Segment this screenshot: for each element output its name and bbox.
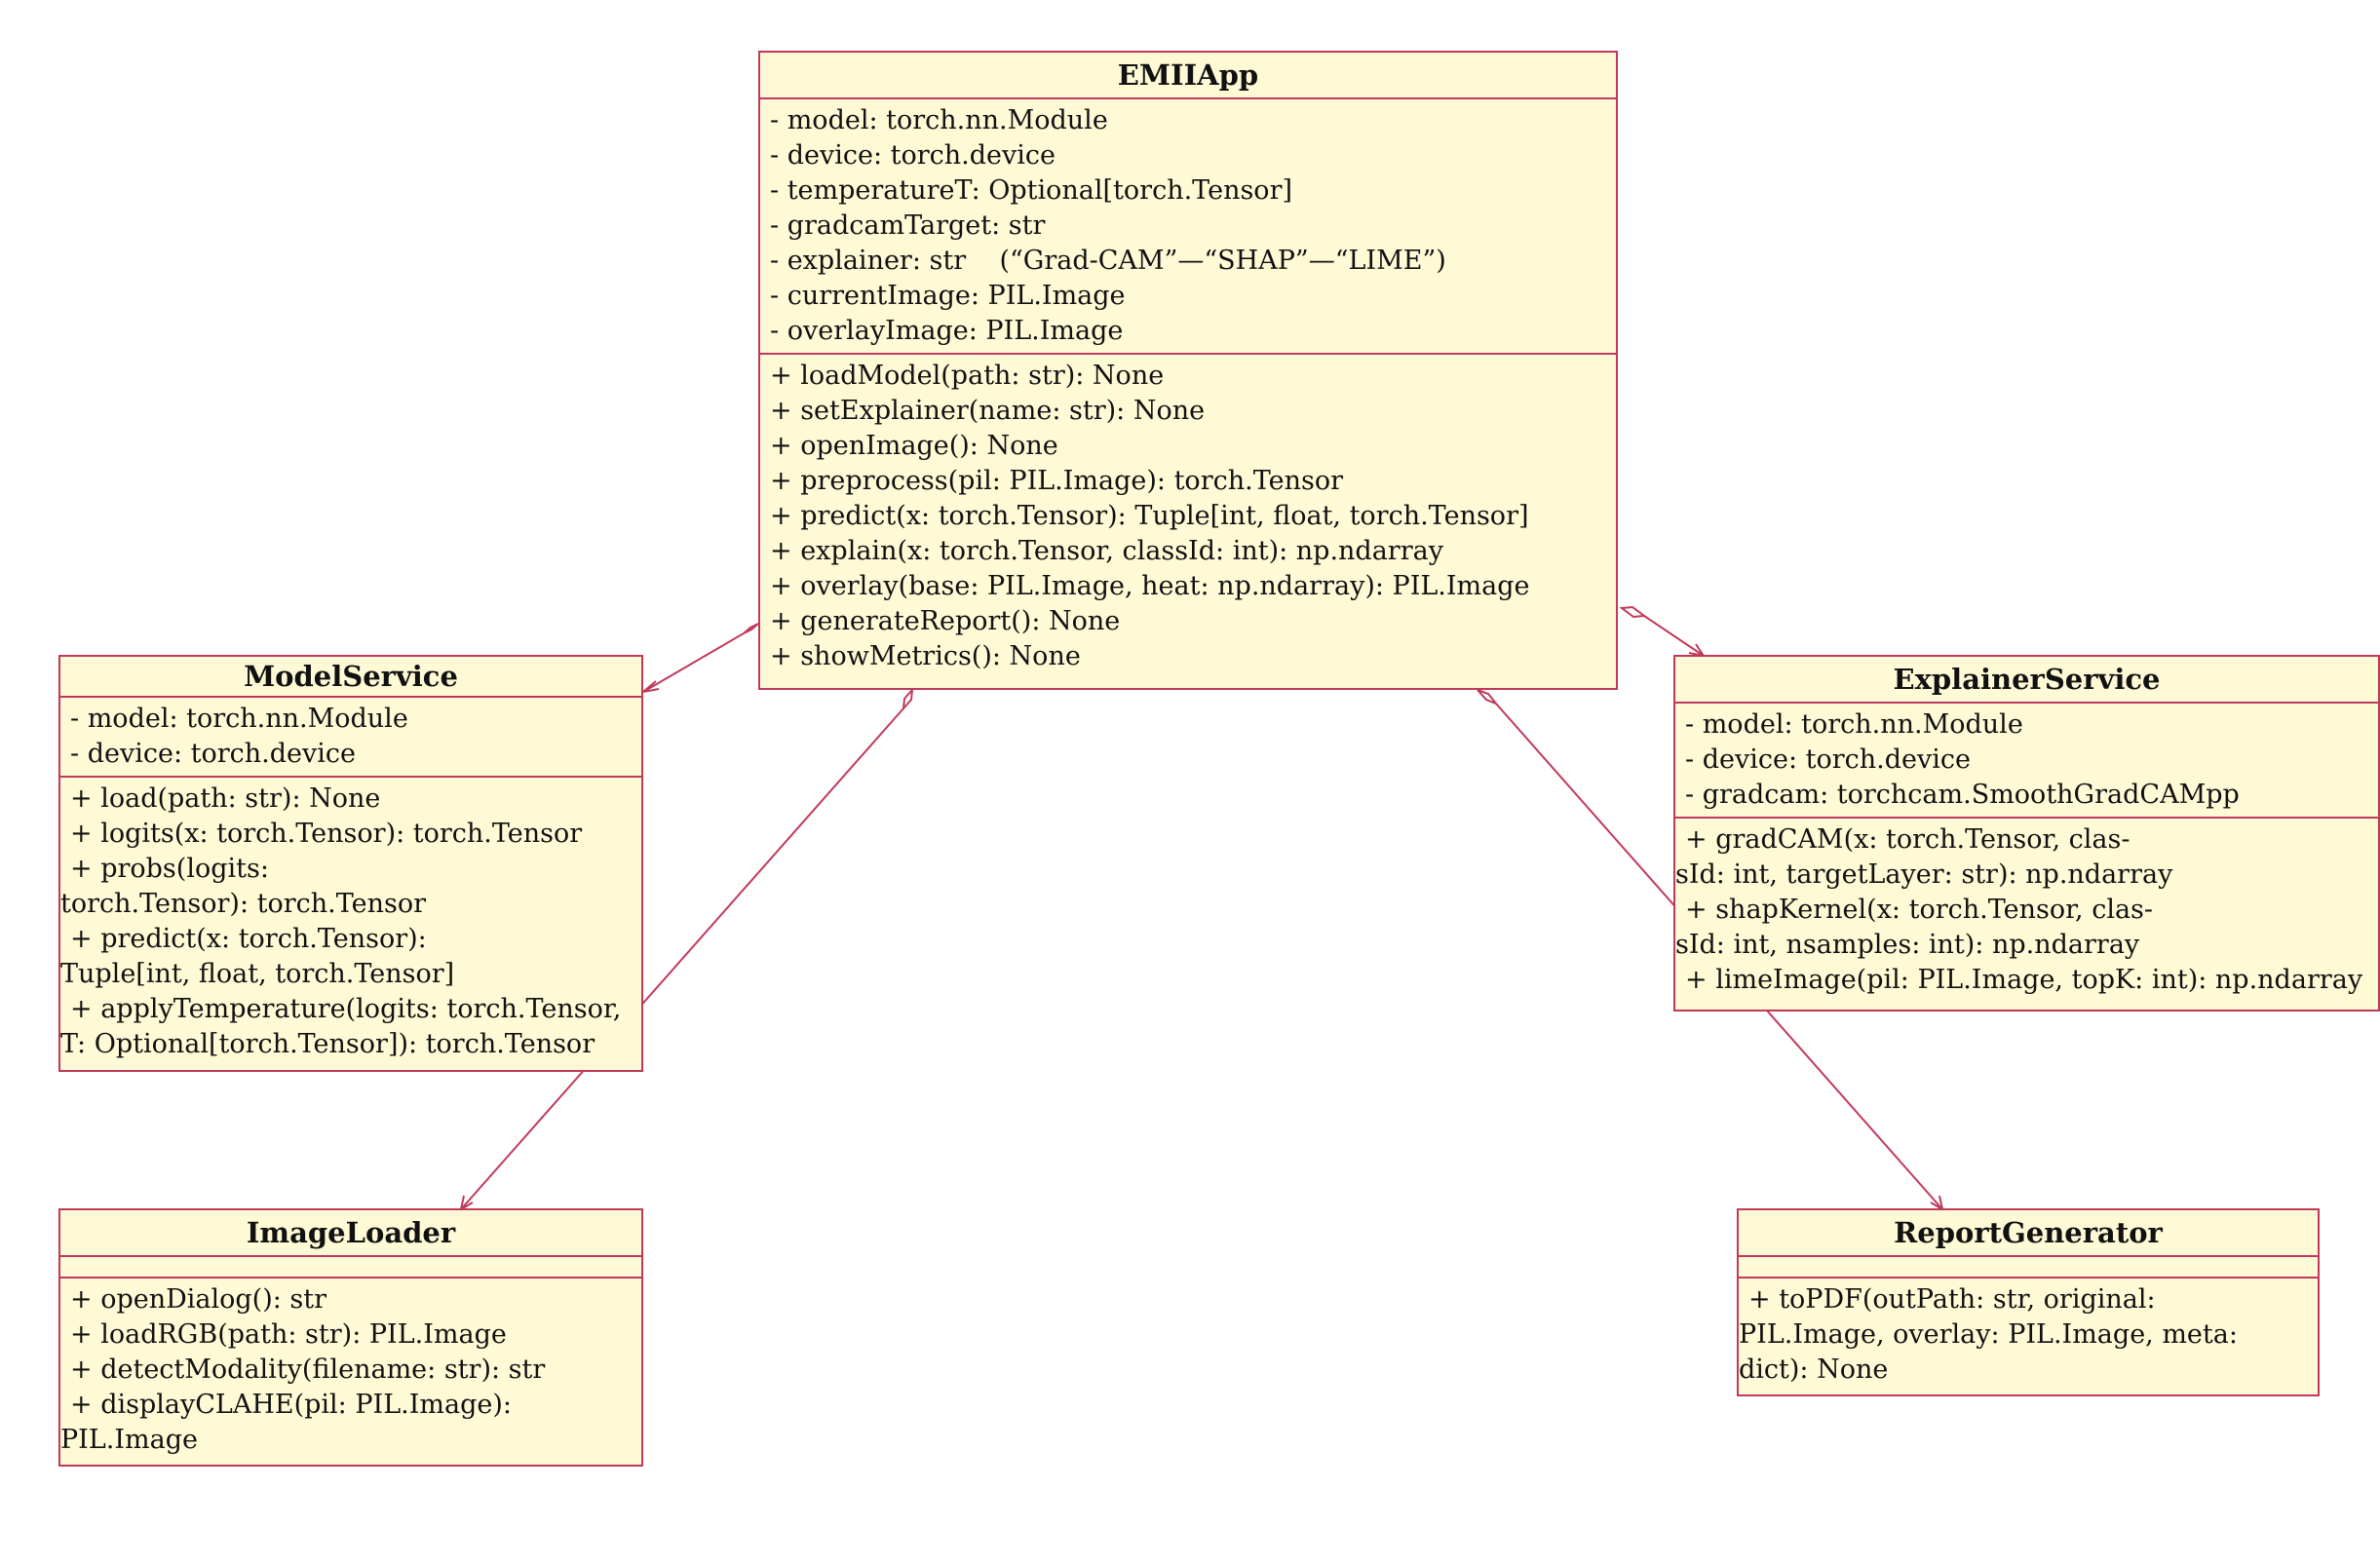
method: sId: int, targetLayer: str): np.ndarray: [1675, 859, 2173, 890]
attribute: - device: torch.device: [1685, 744, 1971, 775]
attributes-section: - model: torch.nn.Module - device: torch…: [1675, 704, 2378, 819]
edge-line: [642, 632, 745, 693]
method: + load(path: str): None: [70, 783, 381, 814]
edge-emiiapp-explainerservice: [1619, 605, 1707, 658]
methods-section: + loadModel(path: str): None + setExplai…: [760, 355, 1616, 678]
attributes-section: - model: torch.nn.Module - device: torch…: [60, 698, 641, 778]
attribute: - temperatureT: Optional[torch.Tensor]: [770, 175, 1293, 206]
method: + displayCLAHE(pil: PIL.Image):: [70, 1390, 512, 1420]
method: + loadModel(path: str): None: [770, 361, 1165, 391]
edge-line: [1643, 615, 1705, 657]
methods-section: + gradCAM(x: torch.Tensor, clas- sId: in…: [1675, 819, 2378, 1002]
method: + detectModality(filename: str): str: [70, 1355, 546, 1385]
method: PIL.Image: [60, 1425, 198, 1455]
aggregation-diamond: [1477, 689, 1500, 706]
attributes-section: [1739, 1257, 2318, 1279]
method: T: Optional[torch.Tensor]): torch.Tensor: [60, 1029, 595, 1059]
class-emiiapp[interactable]: EMIIApp - model: torch.nn.Module - devic…: [758, 51, 1618, 690]
method: + predict(x: torch.Tensor): Tuple[int, f…: [770, 501, 1529, 531]
methods-section: + load(path: str): None + logits(x: torc…: [60, 778, 641, 1066]
method: + preprocess(pil: PIL.Image): torch.Tens…: [770, 466, 1343, 496]
attribute: - overlayImage: PIL.Image: [770, 316, 1124, 346]
class-name: ImageLoader: [60, 1210, 641, 1257]
methods-section: + toPDF(outPath: str, original: PIL.Imag…: [1739, 1279, 2318, 1392]
method: + setExplainer(name: str): None: [770, 396, 1206, 426]
class-name: EMIIApp: [760, 53, 1616, 99]
class-name: ModelService: [60, 657, 641, 698]
attribute: - model: torch.nn.Module: [1685, 709, 2023, 740]
class-imageloader[interactable]: ImageLoader + openDialog(): str + loadRG…: [58, 1208, 643, 1467]
method: + applyTemperature(logits: torch.Tensor,: [70, 994, 622, 1024]
method: sId: int, nsamples: int): np.ndarray: [1675, 930, 2140, 960]
attribute: - model: torch.nn.Module: [70, 704, 408, 734]
method: + generateReport(): None: [770, 606, 1121, 636]
methods-section: + openDialog(): str + loadRGB(path: str)…: [60, 1279, 641, 1462]
aggregation-diamond: [743, 623, 759, 634]
edge-emiiapp-imageloader: [459, 687, 914, 1212]
attribute: - gradcam: torchcam.SmoothGradCAMpp: [1685, 780, 2240, 810]
method: + gradCAM(x: torch.Tensor, clas-: [1685, 824, 2130, 855]
attribute: - device: torch.device: [770, 140, 1056, 171]
method: PIL.Image, overlay: PIL.Image, meta:: [1739, 1319, 2238, 1350]
method: + overlay(base: PIL.Image, heat: np.ndar…: [770, 571, 1530, 601]
method: + loadRGB(path: str): PIL.Image: [70, 1319, 507, 1350]
class-explainerservice[interactable]: ExplainerService - model: torch.nn.Modul…: [1673, 655, 2380, 1012]
aggregation-diamond: [1619, 605, 1647, 619]
method: torch.Tensor): torch.Tensor: [60, 889, 427, 919]
aggregation-diamond: [902, 687, 914, 711]
method: Tuple[int, float, torch.Tensor]: [60, 959, 455, 989]
method: + openImage(): None: [770, 431, 1058, 461]
method: + limeImage(pil: PIL.Image, topK: int): …: [1685, 965, 2363, 995]
attributes-section: [60, 1257, 641, 1279]
method: + openDialog(): str: [70, 1284, 327, 1315]
attribute: - model: torch.nn.Module: [770, 105, 1108, 135]
attribute: - gradcamTarget: str: [770, 210, 1046, 241]
edge-line: [460, 707, 904, 1210]
method: + toPDF(outPath: str, original:: [1748, 1284, 2156, 1315]
attribute: - device: torch.device: [70, 739, 356, 769]
method: + showMetrics(): None: [770, 641, 1081, 671]
class-reportgenerator[interactable]: ReportGenerator + toPDF(outPath: str, or…: [1737, 1208, 2320, 1396]
arrow-head: [639, 680, 660, 694]
method: + predict(x: torch.Tensor):: [70, 924, 427, 954]
attribute: - explainer: str (“Grad-CAM”—“SHAP”—“LIM…: [770, 246, 1446, 276]
method: + explain(x: torch.Tensor, classId: int)…: [770, 536, 1443, 566]
class-modelservice[interactable]: ModelService - model: torch.nn.Module - …: [58, 655, 643, 1072]
method: + probs(logits:: [70, 854, 269, 884]
attribute: - currentImage: PIL.Image: [770, 281, 1126, 311]
class-name: ReportGenerator: [1739, 1210, 2318, 1257]
edge-emiiapp-modelservice: [639, 623, 759, 694]
class-name: ExplainerService: [1675, 657, 2378, 704]
method: + shapKernel(x: torch.Tensor, clas-: [1685, 895, 2154, 925]
method: dict): None: [1739, 1355, 1889, 1385]
method: + logits(x: torch.Tensor): torch.Tensor: [70, 819, 583, 849]
attributes-section: - model: torch.nn.Module - device: torch…: [760, 99, 1616, 355]
